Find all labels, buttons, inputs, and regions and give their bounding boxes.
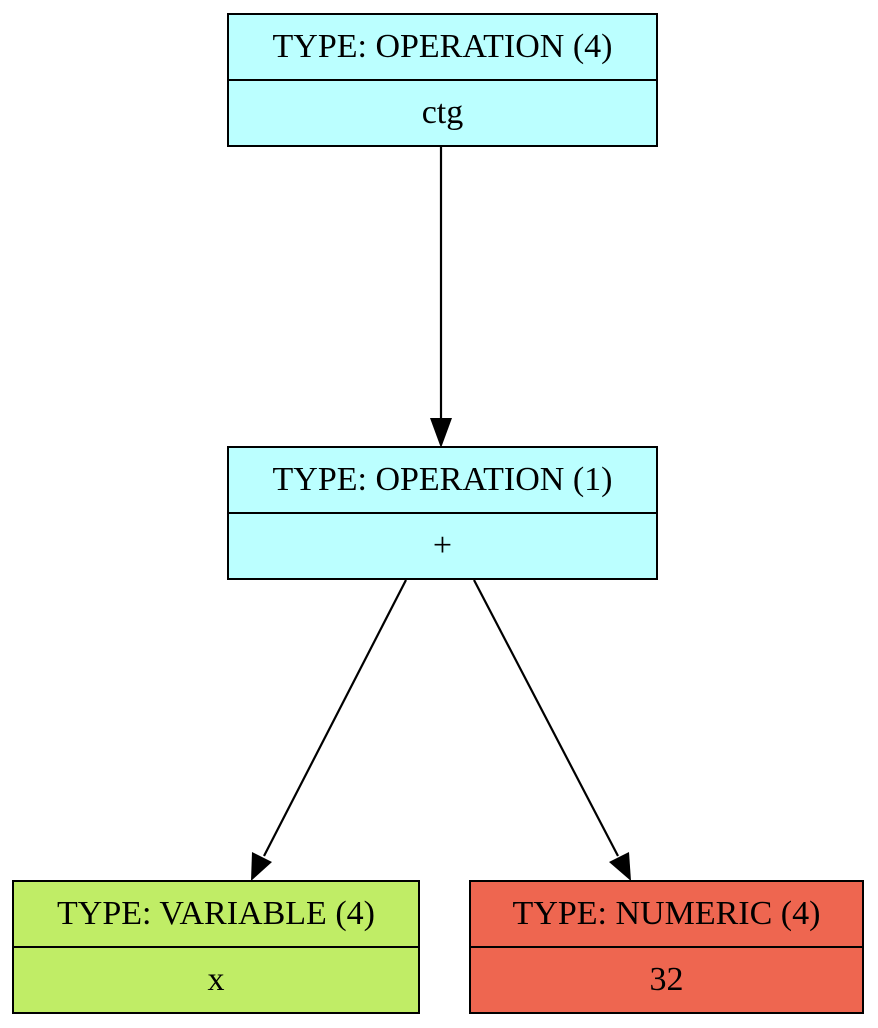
node-operation-plus: TYPE: OPERATION (1) +	[227, 446, 658, 580]
node-type-label: TYPE: NUMERIC (4)	[471, 882, 862, 948]
node-variable-x: TYPE: VARIABLE (4) x	[12, 880, 420, 1014]
arrowhead-icon	[251, 852, 272, 881]
node-value: x	[207, 961, 225, 998]
edge-plus-to-x	[251, 579, 407, 881]
node-value: +	[432, 527, 453, 564]
node-type-label: TYPE: OPERATION (4)	[229, 15, 656, 81]
node-numeric-32: TYPE: NUMERIC (4) 32	[469, 880, 864, 1014]
node-type-label: TYPE: VARIABLE (4)	[14, 882, 418, 948]
arrowhead-icon	[609, 852, 631, 881]
node-type-label: TYPE: OPERATION (1)	[229, 448, 656, 514]
node-value: ctg	[421, 94, 464, 131]
edge-ctg-to-plus	[430, 147, 452, 448]
node-operation-ctg: TYPE: OPERATION (4) ctg	[227, 13, 658, 147]
edge-plus-to-32	[473, 579, 631, 881]
node-value: 32	[649, 961, 684, 998]
arrowhead-icon	[430, 418, 452, 448]
